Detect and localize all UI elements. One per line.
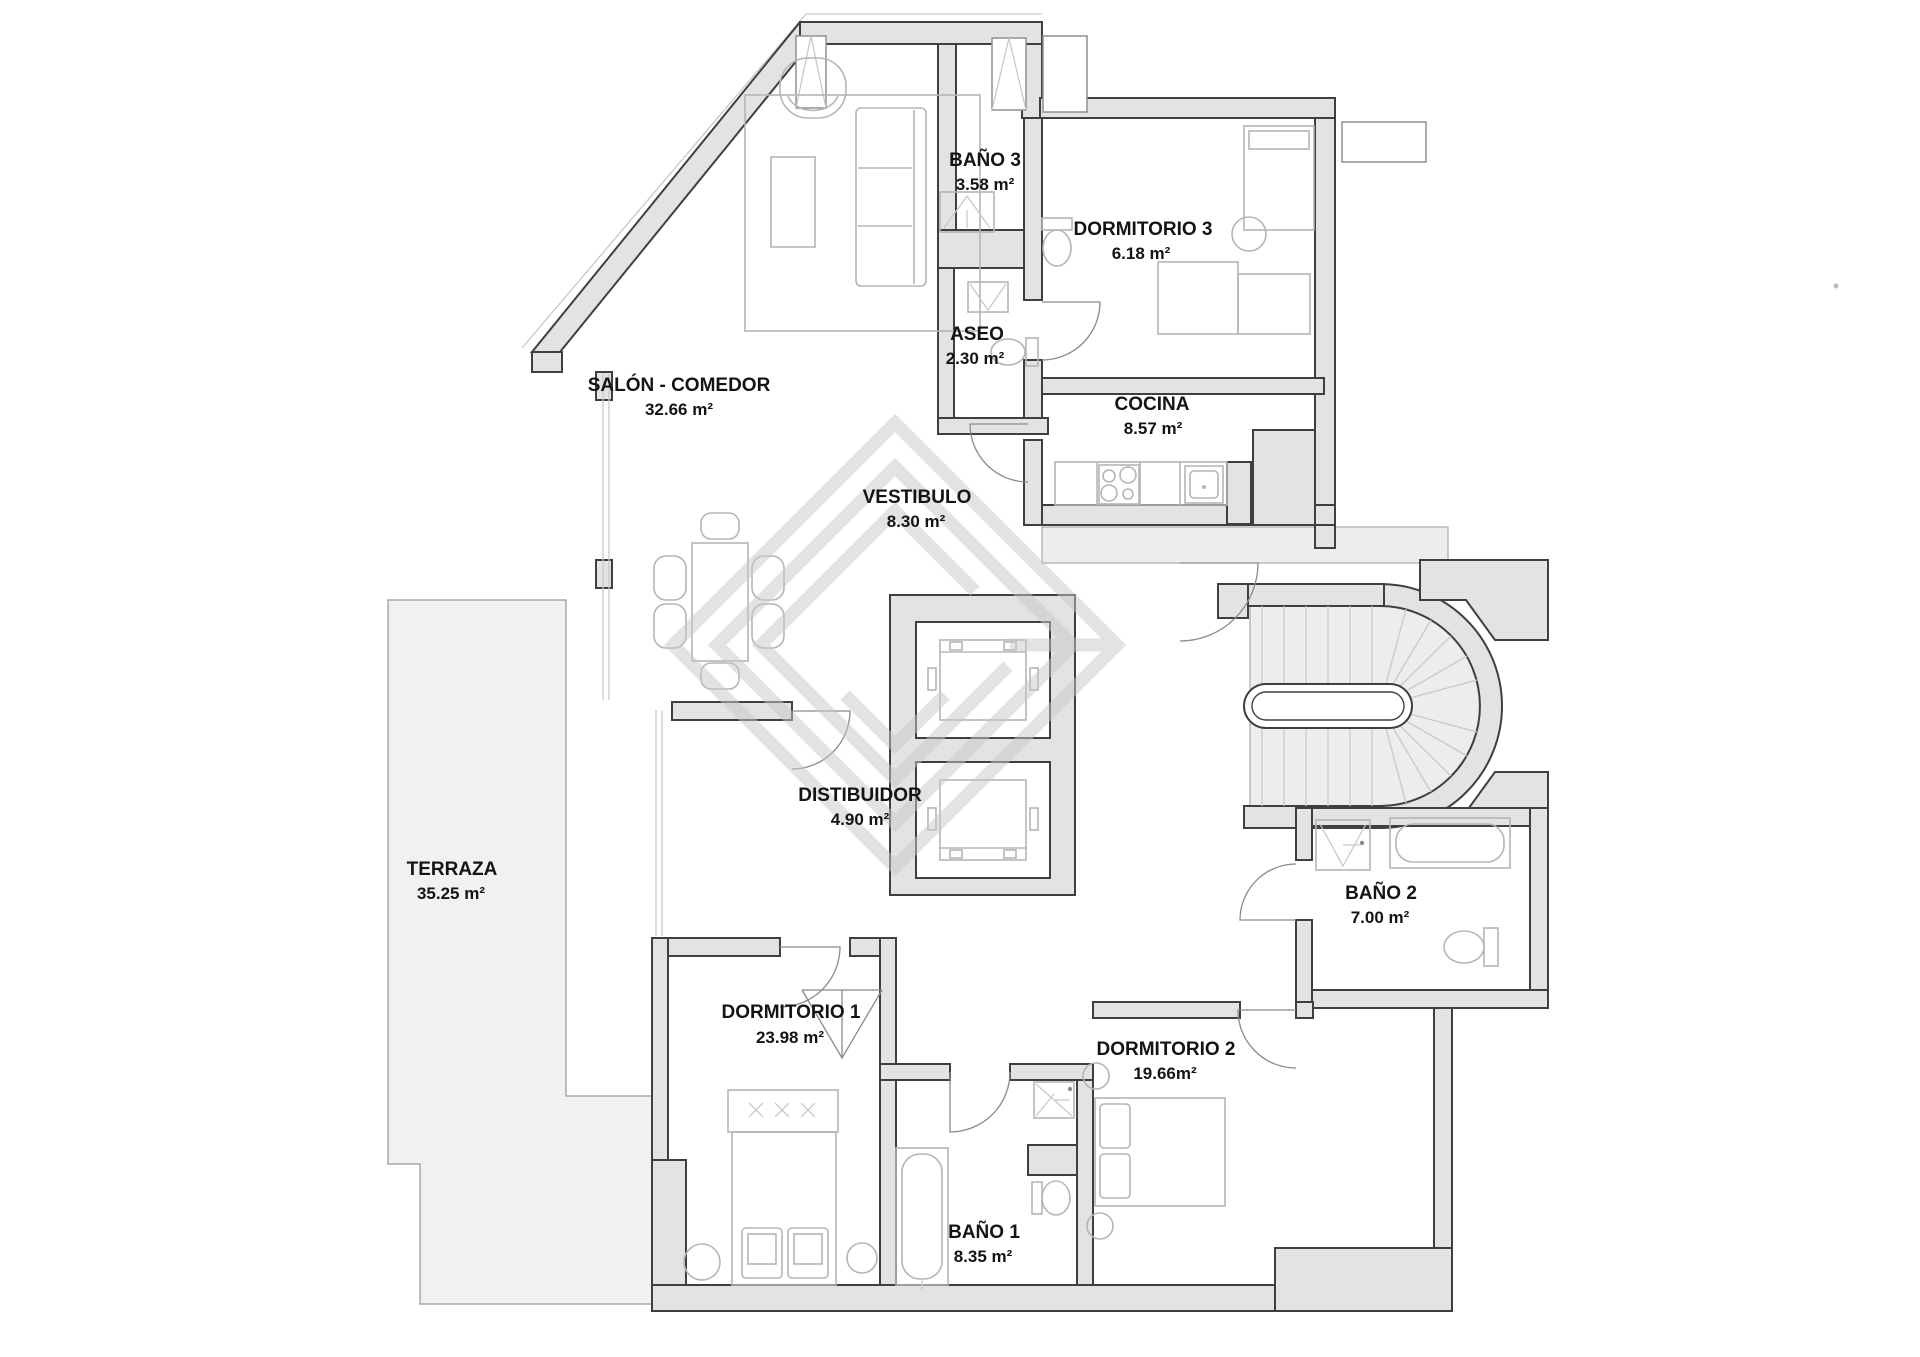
- hob-icon: [1098, 464, 1140, 505]
- staircase: [1243, 606, 1478, 806]
- aseo-fixtures: [967, 281, 1039, 367]
- door-bano1: [949, 1071, 1011, 1133]
- bedroom1-furniture: [683, 1089, 878, 1286]
- room-area-dormitorio2: 19.66m²: [1133, 1064, 1197, 1083]
- door-entrance: [1179, 562, 1259, 642]
- room-label-bano3: BAÑO 3: [949, 149, 1021, 171]
- stair-railing-inner: [1251, 691, 1405, 721]
- wall-dorm3-top: [1039, 97, 1336, 119]
- wall-dorm3-bottom: [1041, 377, 1325, 395]
- nightstand: [683, 1243, 721, 1281]
- room-area-salon: 32.66 m²: [645, 400, 713, 419]
- room-label-cocina: COCINA: [1115, 394, 1190, 415]
- nightstand: [1086, 1212, 1114, 1240]
- room-label-dormitorio3: DORMITORIO 3: [1074, 219, 1213, 240]
- bathtub-icon: [895, 1147, 949, 1290]
- bedroom3-furniture: [1157, 125, 1315, 335]
- stool: [1231, 216, 1267, 252]
- wall-dorm1-left: [651, 937, 669, 1161]
- sink-icon: [1184, 465, 1224, 504]
- armchair-icon: [779, 57, 847, 119]
- door-bano2: [1239, 863, 1297, 921]
- doors: [779, 301, 1297, 1133]
- room-area-cocina: 8.57 m²: [1124, 419, 1183, 438]
- bathroom2-fixtures: [1315, 817, 1511, 967]
- wall-top: [799, 21, 1043, 45]
- wall-right-upper: [1314, 117, 1336, 549]
- room-area-aseo: 2.30 m²: [946, 349, 1005, 368]
- room-area-bano1: 8.35 m²: [954, 1247, 1013, 1266]
- bathtub-icon: [1389, 817, 1511, 869]
- toilet-icon: [990, 337, 1039, 367]
- room-area-dormitorio3: 6.18 m²: [1112, 244, 1171, 263]
- washbasin-icon: [967, 281, 1009, 313]
- shower-icon: [939, 191, 995, 233]
- toilet-icon: [1031, 1180, 1071, 1216]
- wardrobe: [727, 1089, 839, 1133]
- windows: [602, 374, 663, 936]
- bed-icon: [1243, 125, 1315, 231]
- shower-icon: [1315, 819, 1371, 871]
- room-labels: SALÓN - COMEDOR 32.66 m² BAÑO 3 3.58 m² …: [407, 149, 1417, 1266]
- room-label-salon: SALÓN - COMEDOR: [588, 374, 771, 396]
- bathroom3-fixtures: [939, 191, 1073, 267]
- kitchen-counter: [1054, 461, 1228, 506]
- room-area-terraza: 35.25 m²: [417, 884, 485, 903]
- nightstand: [846, 1242, 878, 1274]
- door-dormitorio3: [1041, 301, 1101, 361]
- wall-dorm3-left: [1023, 117, 1043, 301]
- double-door-icon: [801, 989, 883, 1060]
- nightstand: [1082, 1062, 1110, 1090]
- bed-icon: [731, 1131, 837, 1286]
- toilet-icon: [1041, 217, 1073, 267]
- room-label-bano1: BAÑO 1: [948, 1221, 1020, 1243]
- sofa-icon: [855, 107, 927, 287]
- room-area-bano2: 7.00 m²: [1351, 908, 1410, 927]
- room-area-dormitorio1: 23.98 m²: [756, 1028, 824, 1047]
- bathroom1-fixtures: [895, 1081, 1075, 1290]
- room-label-dormitorio2: DORMITORIO 2: [1097, 1039, 1236, 1060]
- watermark-diamond-logo: [663, 413, 1127, 877]
- site-outline: [521, 13, 807, 349]
- salon-window: [602, 374, 610, 700]
- wall-dorm1-top: [667, 937, 781, 957]
- room-label-terraza: TERRAZA: [407, 859, 498, 880]
- flue-icon: [795, 35, 827, 109]
- shaft-box: [1042, 35, 1088, 113]
- kitchen-fixtures: [1054, 461, 1228, 506]
- room-label-dormitorio1: DORMITORIO 1: [722, 1002, 861, 1023]
- terrace-window: [655, 710, 663, 936]
- room-area-bano3: 3.58 m²: [956, 175, 1015, 194]
- exterior-blocks: [795, 35, 1839, 289]
- bed-icon: [1094, 1097, 1226, 1207]
- door-aseo: [969, 423, 1029, 483]
- coffee-table: [770, 156, 816, 248]
- room-area-distibuidor: 4.90 m²: [831, 810, 890, 829]
- wall-dorm2-top: [1092, 1001, 1241, 1019]
- wardrobe: [1157, 261, 1239, 335]
- bedroom2-furniture: [1082, 1062, 1226, 1240]
- dresser: [1237, 273, 1311, 335]
- room-label-aseo: ASEO: [950, 324, 1004, 345]
- wall-right-lower: [1433, 1007, 1453, 1254]
- print-artifact-dot: [1833, 283, 1839, 289]
- toilet-icon: [1443, 927, 1499, 967]
- door-dormitorio2: [1237, 1009, 1297, 1069]
- room-label-vestibulo: VESTIBULO: [863, 487, 972, 508]
- wall-bano2-bottom: [1295, 989, 1549, 1009]
- room-label-bano2: BAÑO 2: [1345, 882, 1417, 904]
- room-area-vestibulo: 8.30 m²: [887, 512, 946, 531]
- balcony-box: [1341, 121, 1427, 163]
- wall-bottom: [651, 1284, 1276, 1312]
- washbasin-icon: [1033, 1081, 1075, 1119]
- room-label-distibuidor: DISTIBUIDOR: [798, 785, 922, 806]
- vent-shaft-icon: [991, 37, 1027, 111]
- terrace-area: [387, 599, 653, 1305]
- door-dormitorio1: [779, 946, 841, 1008]
